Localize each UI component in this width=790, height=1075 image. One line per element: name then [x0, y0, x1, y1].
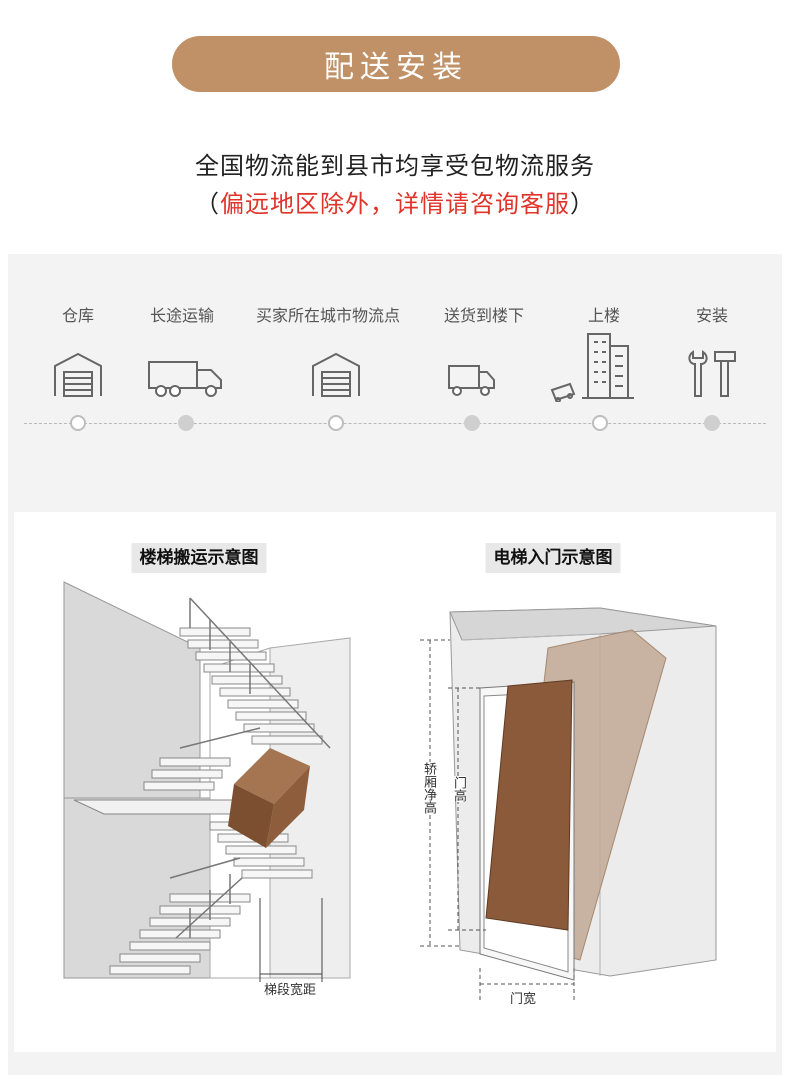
- tools-icon: [688, 350, 736, 397]
- service-note: （偏远地区除外，详情请咨询客服）: [0, 184, 790, 219]
- exception-note: 偏远地区除外，详情请咨询客服: [220, 190, 570, 218]
- open-paren: （: [195, 190, 220, 218]
- step-label-downstairs: 送货到楼下: [443, 306, 525, 325]
- truck-icon: [148, 361, 222, 397]
- step-label-warehouse: 仓库: [61, 306, 95, 325]
- stairs-diagram-title: 楼梯搬运示意图: [131, 543, 267, 573]
- close-paren: ）: [570, 190, 595, 218]
- timeline-dot: [328, 415, 344, 431]
- timeline-dot: [592, 415, 608, 431]
- step-label-upstairs: 上楼: [587, 306, 621, 325]
- step-label-install: 安装: [695, 306, 729, 325]
- elevator-illustration: [420, 607, 717, 1000]
- service-description: 全国物流能到县市均享受包物流服务: [195, 152, 595, 180]
- timeline-dot: [464, 415, 480, 431]
- timeline-track: [24, 423, 766, 424]
- door-width-label: 门宽: [508, 988, 539, 1007]
- warehouse-icon: [54, 352, 102, 397]
- timeline-dot: [178, 415, 194, 431]
- car-height-label: 轿厢净高: [420, 762, 436, 814]
- timeline-dot: [70, 415, 86, 431]
- door-height-label: 门高: [450, 776, 466, 802]
- stairs-illustration: [63, 581, 351, 982]
- stair-width-label: 梯段宽距: [262, 979, 319, 998]
- timeline-dot: [704, 415, 720, 431]
- step-label-city-point: 买家所在城市物流点: [255, 306, 401, 325]
- step-label-long-haul: 长途运输: [149, 306, 215, 325]
- elevator-diagram-title: 电梯入门示意图: [485, 543, 621, 573]
- truck-icon: [448, 365, 495, 396]
- warehouse-icon: [312, 352, 360, 397]
- banner-title: 配送安装: [324, 50, 468, 85]
- building-icon: [550, 333, 634, 402]
- section-banner: 配送安装: [172, 36, 620, 92]
